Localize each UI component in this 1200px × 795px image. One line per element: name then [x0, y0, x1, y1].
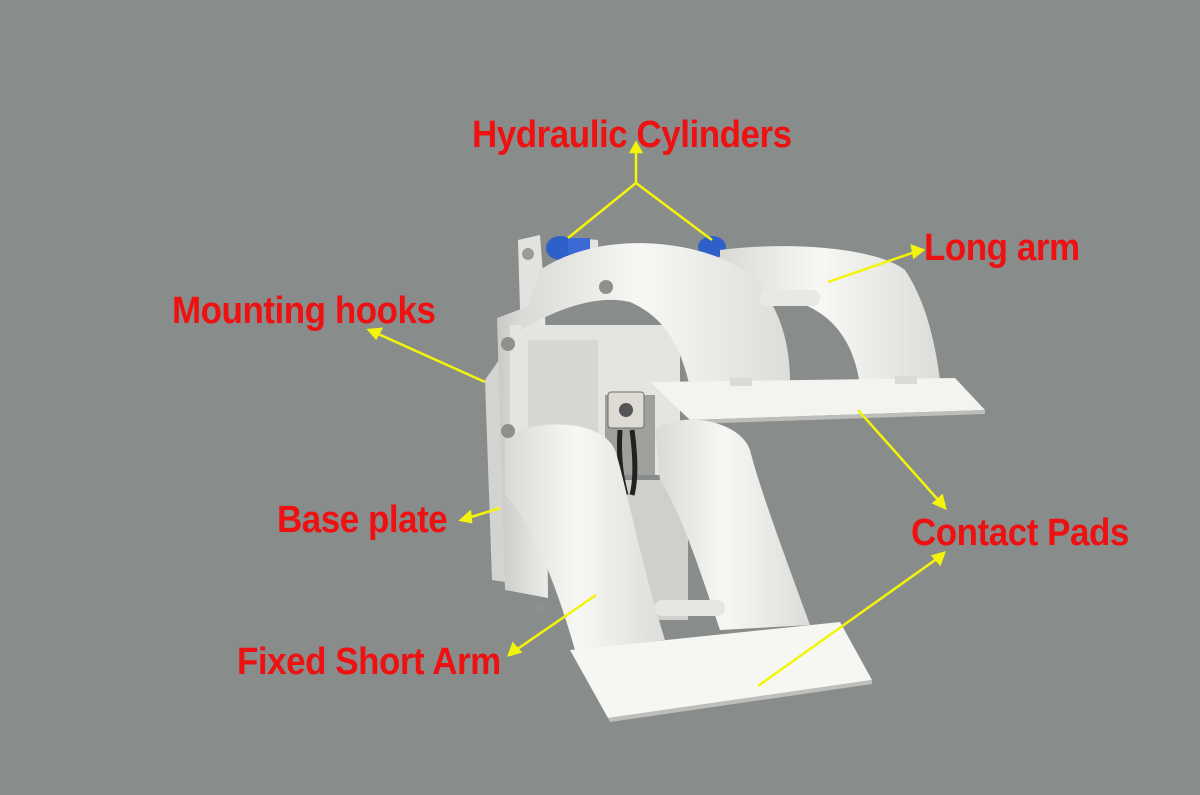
leader-hydraulic-right — [635, 182, 713, 241]
leader-fixed-short-arm — [515, 593, 597, 652]
contact-pad-lower — [570, 622, 872, 722]
arrowhead-contact-lower — [930, 551, 946, 567]
label-base-plate: Base plate — [277, 499, 448, 541]
label-mounting-hooks: Mounting hooks — [172, 290, 436, 332]
leader-contact-lower — [757, 556, 939, 688]
leader-contact-upper — [857, 409, 941, 503]
arrowhead-mounting-hooks — [366, 327, 384, 341]
leader-lines — [366, 140, 947, 688]
arrowhead-base-plate — [458, 509, 473, 524]
label-long-arm: Long arm — [924, 227, 1080, 269]
label-contact-pads: Contact Pads — [911, 512, 1129, 554]
arrowhead-hydraulic — [628, 140, 644, 154]
arrowhead-long-arm — [910, 244, 926, 260]
hydraulic-cylinders — [546, 236, 726, 260]
leader-mounting-hooks — [375, 331, 486, 384]
leader-hydraulic-left — [567, 182, 637, 239]
valve-block — [607, 391, 645, 496]
contact-pad-upper — [650, 376, 985, 424]
label-fixed-short-arm: Fixed Short Arm — [237, 641, 501, 683]
arrowhead-contact-upper — [931, 493, 947, 511]
arrowhead-fixed-short-arm — [507, 641, 523, 657]
leader-base-plate — [467, 506, 501, 520]
long-arm — [501, 243, 940, 388]
label-hydraulic-cylinders: Hydraulic Cylinders — [472, 114, 792, 156]
leader-long-arm — [827, 250, 916, 284]
fixed-short-arm — [501, 419, 810, 650]
